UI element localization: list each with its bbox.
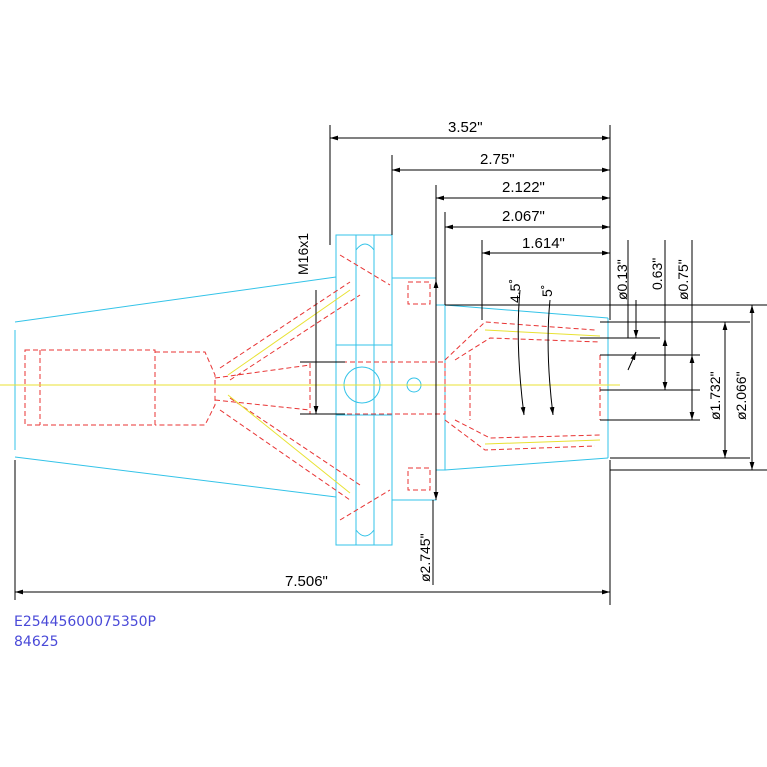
dim-2-122: 2.122" [502, 179, 545, 196]
dimension-lines [14, 125, 767, 605]
dim-angle-4-5: 4.5˚ [507, 279, 523, 303]
dim-angle-5: 5˚ [539, 285, 555, 297]
dimension-labels: 3.52" 2.75" 2.122" 2.067" 1.614" 7.506" … [285, 119, 749, 590]
hidden-lines [24, 254, 601, 521]
part-number: E25445600075350P [14, 614, 156, 630]
dim-3-52: 3.52" [448, 119, 483, 136]
dim-dia-2-745: ø2.745" [417, 533, 433, 582]
centerlines [0, 289, 620, 494]
dim-dia-0-63: 0.63" [649, 258, 665, 290]
dim-dia-0-13: ø0.13" [614, 259, 630, 300]
dim-thread: M16x1 [295, 233, 311, 275]
dim-2-067: 2.067" [502, 208, 545, 225]
dim-2-75: 2.75" [480, 151, 515, 168]
dim-1-614: 1.614" [522, 235, 565, 252]
dim-dia-1-732: ø1.732" [707, 371, 723, 420]
dim-dia-0-75: ø0.75" [675, 259, 691, 300]
dim-dia-2-066: ø2.066" [733, 371, 749, 420]
part-id: 84625 [14, 634, 59, 650]
dim-7-506: 7.506" [285, 573, 328, 590]
